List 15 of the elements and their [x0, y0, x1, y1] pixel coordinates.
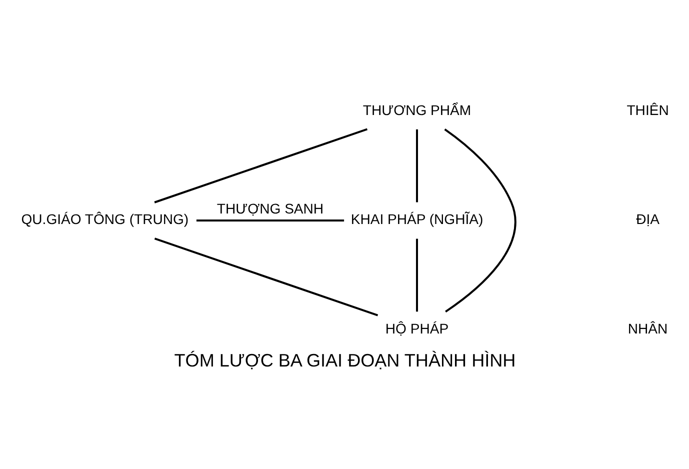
node-text: THƯƠNG PHẨM — [362, 102, 471, 118]
label: NHÂN — [627, 320, 668, 337]
edge-label: THƯỢNG SANH — [216, 200, 324, 217]
connector — [154, 128, 368, 204]
caption: TÓM LƯỢC BA GIAI ĐOẠN THÀNH HÌNH — [174, 350, 516, 370]
node-text: KHAI PHÁP (NGHĨA) — [350, 211, 483, 228]
node-text: QU.GIÁO TÔNG (TRUNG) — [20, 211, 188, 228]
connector — [154, 238, 378, 316]
node-text: HỘ PHÁP — [384, 320, 448, 337]
connector — [196, 219, 344, 222]
connector — [416, 129, 418, 202]
label: THIÊN — [626, 102, 668, 118]
connector — [444, 128, 516, 313]
connector — [416, 238, 418, 312]
label: ĐỊA — [636, 211, 659, 228]
